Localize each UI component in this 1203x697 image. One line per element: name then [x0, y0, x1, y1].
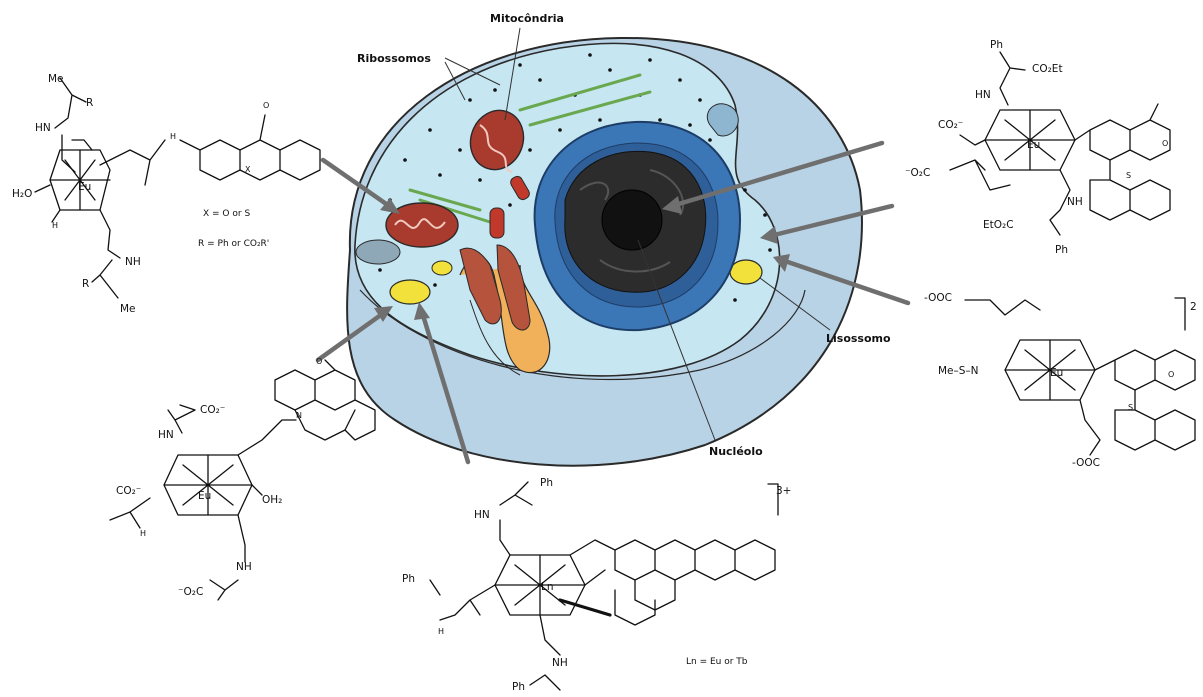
tr-oxo: O	[1162, 139, 1168, 148]
lysosome-right	[730, 260, 762, 284]
label-nucleolus: Nucléolo	[709, 445, 763, 458]
bc-ph-bottom: Ph	[512, 681, 525, 693]
bl-oh2: OH₂	[262, 494, 282, 506]
tl-oxo: O	[263, 101, 269, 110]
tl-note-x: X = O or S	[203, 209, 250, 219]
bc-hn: HN	[474, 509, 490, 521]
tl-nh-bottom: NH	[125, 256, 141, 268]
label-lysosome: Lisossomo	[826, 332, 891, 345]
bl-co2-top: CO₂⁻	[200, 404, 225, 416]
tr-eto2c: EtO₂C	[983, 219, 1014, 231]
nucleus	[535, 122, 740, 330]
bc-ph-left: Ph	[402, 573, 415, 585]
tr-nh: NH	[1067, 196, 1083, 208]
r-oxo: O	[1168, 370, 1174, 379]
tl-h: H	[52, 221, 58, 230]
tr-ph-top: Ph	[990, 39, 1003, 51]
vacuole	[356, 240, 400, 264]
complex-bottom-center: Ph 3+ HN Ln Ph H NH Ph Ln = Eu or Tb	[402, 477, 791, 693]
complex-top-left: Me R HN H₂O Eu H NH R Me H X O X = O or …	[12, 73, 320, 315]
bl-o2c: ⁻O₂C	[178, 586, 203, 598]
bl-co2-left: CO₂⁻	[116, 485, 141, 497]
bc-note-ln: Ln = Eu or Tb	[686, 657, 748, 667]
bc-nh: NH	[552, 657, 568, 669]
r-charge: 2	[1190, 301, 1197, 313]
tr-co2-minus: CO₂⁻	[938, 119, 963, 131]
tl-hn: HN	[35, 122, 51, 134]
tl-me-bottom: Me	[120, 303, 136, 315]
bl-oxo: O	[316, 357, 322, 366]
bl-h: H	[140, 529, 146, 538]
label-mitochondria: Mitocôndria	[490, 12, 564, 25]
label-ribosomes: Ribossomos	[357, 52, 431, 65]
complex-right: -OOC 2 Me–S–N Eu -OOC S O	[924, 292, 1197, 469]
complex-top-right: Ph CO₂Et HN CO₂⁻ Eu ⁻O₂C NH EtO₂C Ph S O	[905, 39, 1170, 256]
r-ooc-top: -OOC	[924, 292, 952, 304]
tr-o2c-minus: ⁻O₂C	[905, 167, 930, 179]
tr-co2et: CO₂Et	[1032, 63, 1063, 75]
bc-ph-top: Ph	[540, 477, 553, 489]
r-ooc-bottom: -OOC	[1072, 457, 1100, 469]
tl-note-r: R = Ph or CO₂R'	[198, 239, 269, 249]
tl-r-top: R	[86, 97, 93, 109]
tl-r-bottom: R	[82, 278, 89, 290]
tr-ph-bottom: Ph	[1055, 244, 1068, 256]
r-mes: Me–S–N	[938, 365, 979, 377]
bc-h: H	[438, 627, 444, 636]
bl-nh: NH	[236, 561, 252, 573]
cell	[347, 28, 862, 466]
lysosome-left	[390, 280, 430, 304]
tr-hn: HN	[975, 89, 991, 101]
tl-water: H₂O	[12, 188, 32, 200]
nucleolus	[602, 190, 662, 250]
complex-bottom-left: CO₂⁻ HN CO₂⁻ Eu OH₂ H NH ⁻O₂C N O	[110, 357, 375, 600]
tl-nh-link: H	[170, 132, 176, 141]
bl-hn: HN	[158, 429, 174, 441]
tr-s: S	[1126, 171, 1131, 180]
lysosome-small	[432, 261, 452, 275]
